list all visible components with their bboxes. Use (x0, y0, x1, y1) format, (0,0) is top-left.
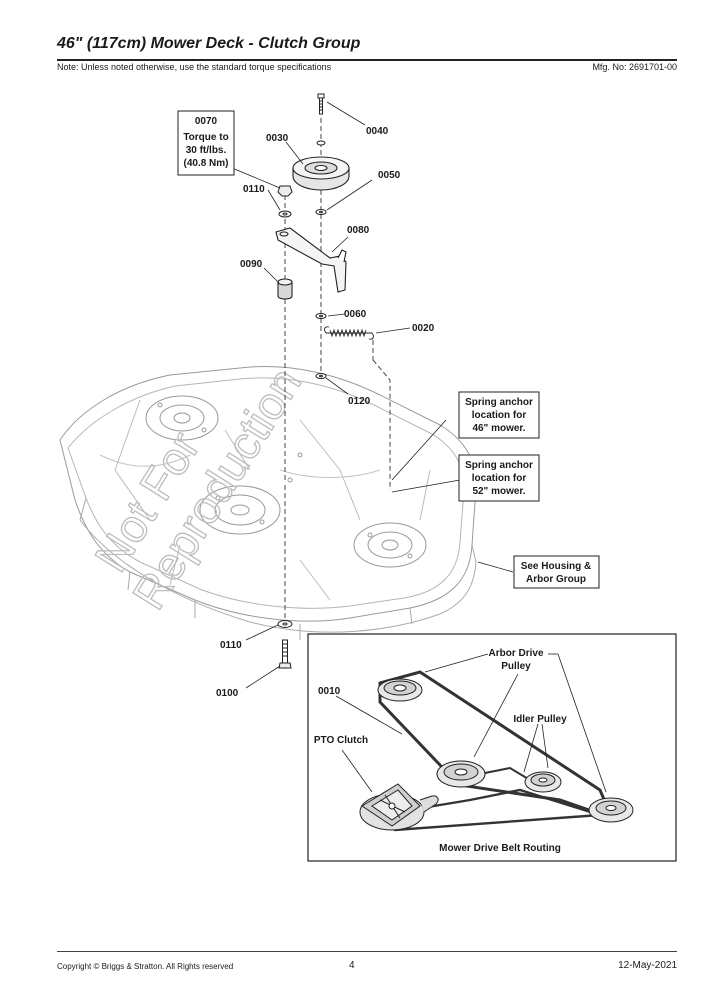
label-0110-top: 0110 (243, 184, 265, 195)
mower-deck-housing (59, 366, 477, 640)
belt-routing-inset: Arbor Drive Pulley Idler Pulley PTO Clut… (307, 633, 677, 862)
anchor46-line-3: 46" mower. (472, 423, 525, 434)
label-0030: 0030 (266, 133, 289, 144)
footer-copyright: Copyright © Briggs & Stratton. All Right… (57, 962, 234, 971)
label-0100: 0100 (216, 688, 239, 699)
page-title: 46" (117cm) Mower Deck - Clutch Group (57, 35, 361, 52)
footer-rule (57, 951, 677, 952)
spring-0020 (324, 326, 374, 340)
pto-clutch-label: PTO Clutch (314, 735, 368, 746)
inset-leaders (335, 653, 607, 793)
idler-arm-0080 (275, 227, 347, 293)
torque-line-1: Torque to (183, 132, 228, 143)
watermark: Not For Reproduction (84, 358, 312, 619)
torque-line-3: (40.8 Nm) (183, 158, 228, 169)
mfg-number: Mfg. No: 2691701-00 (592, 62, 677, 72)
anchor46-line-2: location for (472, 410, 527, 421)
washer-0110 (278, 210, 292, 218)
torque-part: 0070 (195, 116, 218, 127)
torque-note: Note: Unless noted otherwise, use the st… (57, 62, 332, 72)
leader-lines (224, 101, 514, 689)
arbor-label-line-1: Arbor Drive (488, 648, 543, 659)
washer-0120 (315, 373, 327, 379)
inset-caption: Mower Drive Belt Routing (439, 843, 561, 854)
callout-housing: See Housing & Arbor Group (513, 555, 600, 589)
anchor46-line-1: Spring anchor (465, 397, 533, 408)
housing-line-2: Arbor Group (526, 574, 586, 585)
anchor52-line-1: Spring anchor (465, 460, 533, 471)
label-0080: 0080 (347, 225, 370, 236)
anchor52-line-2: location for (472, 473, 527, 484)
arbor-pulley-right (588, 797, 634, 823)
washer-0110-bottom (277, 620, 293, 628)
bolt-0040 (317, 93, 325, 115)
callout-anchor-52: Spring anchor location for 52" mower. (458, 454, 540, 502)
label-0090: 0090 (240, 259, 263, 270)
callout-anchor-46: Spring anchor location for 46" mower. (458, 391, 540, 439)
arbor-label-line-2: Pulley (501, 661, 531, 672)
arbor-pulley-center (436, 760, 486, 788)
label-0110-bottom: 0110 (220, 640, 242, 651)
label-0060: 0060 (344, 309, 367, 320)
idler-pulley (524, 771, 562, 793)
washer-0060 (315, 313, 327, 319)
label-0120: 0120 (348, 396, 371, 407)
washer-upper (316, 140, 326, 146)
header-rule (57, 59, 677, 61)
torque-line-2: 30 ft/lbs. (186, 145, 227, 156)
label-0020: 0020 (412, 323, 435, 334)
bushing-0090 (277, 278, 293, 300)
housing-line-1: See Housing & (521, 561, 592, 572)
nut-0110-top (277, 185, 293, 197)
label-0040: 0040 (366, 126, 389, 137)
washer-0050 (315, 209, 327, 215)
label-0050: 0050 (378, 170, 401, 181)
bolt-0100 (278, 639, 292, 669)
footer-date: 12-May-2021 (618, 960, 677, 971)
pto-clutch (359, 783, 439, 831)
pulley-0030 (292, 156, 350, 191)
idler-pulley-label: Idler Pulley (513, 714, 567, 725)
assembly-centerline (284, 118, 391, 625)
anchor52-line-3: 52" mower. (472, 486, 525, 497)
page-number: 4 (349, 960, 355, 971)
arbor-pulley-left (377, 678, 423, 702)
label-0010: 0010 (318, 686, 341, 697)
callout-torque: 0070 Torque to 30 ft/lbs. (40.8 Nm) (177, 110, 235, 176)
